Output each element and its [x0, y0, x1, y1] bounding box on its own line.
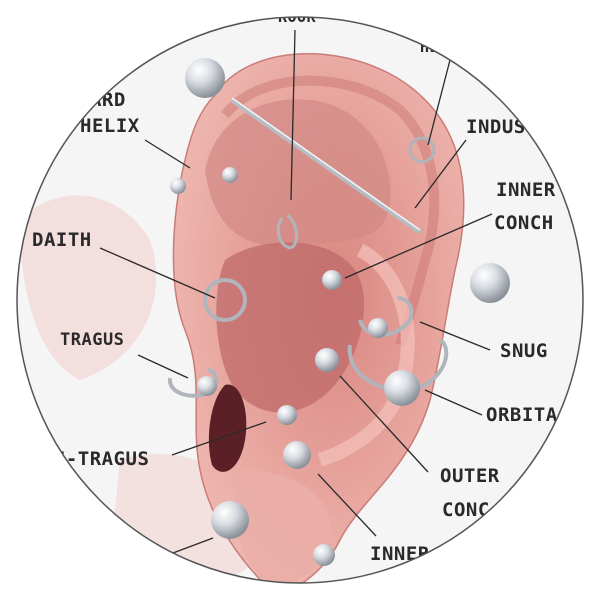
helix-ball	[185, 58, 225, 98]
label-forward-helix-1: WARD	[78, 89, 126, 111]
label-anti-tragus: NTI-TRAGUS	[30, 448, 149, 470]
label-daith: DAITH	[32, 229, 92, 251]
anti-tragus-stud	[277, 405, 297, 425]
forward-helix-stud-1	[170, 178, 186, 194]
snug-ball	[368, 318, 388, 338]
inner-conch-stud	[322, 270, 342, 290]
label-tragus: TRAGUS	[60, 330, 124, 350]
label-outer-conch-1: OUTER	[440, 465, 500, 487]
inner-lobe-stud	[313, 544, 335, 566]
label-industrial: INDUST	[466, 116, 538, 138]
tragus-ball	[197, 376, 217, 396]
orbital-ball	[384, 370, 420, 406]
label-snug: SNUG	[500, 340, 548, 362]
label-inner-lobe: INNER	[370, 543, 430, 565]
lobe-stud	[211, 501, 249, 539]
conch-lower-stud	[283, 441, 311, 469]
label-helix: HE	[420, 38, 439, 56]
industrial-ball	[470, 263, 510, 303]
label-inner-conch-2: CONCH	[494, 212, 554, 234]
label-orbital: ORBITA	[486, 404, 558, 426]
label-inner-conch-1: INNER	[496, 179, 556, 201]
outer-conch-stud	[315, 348, 339, 372]
label-forward-helix-2: HELIX	[80, 115, 140, 137]
label-outer-conch-2: CONC	[442, 499, 490, 521]
forward-helix-stud-2	[222, 167, 238, 183]
